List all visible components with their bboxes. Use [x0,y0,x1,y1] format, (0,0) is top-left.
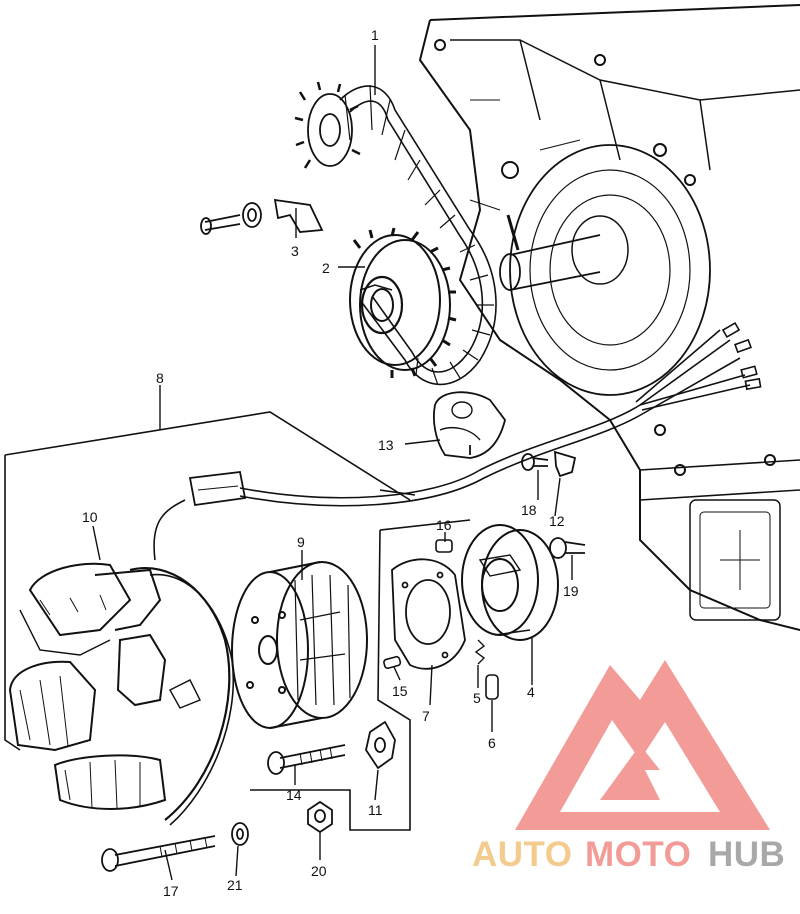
logo-text-auto: AUTO [472,835,573,874]
stator-assembly-outline [4,411,471,831]
part-labels: 1 2 3 4 5 6 7 8 9 10 11 12 13 14 15 16 1… [82,27,579,899]
housing-4 [461,524,559,641]
label-19: 19 [563,583,579,599]
screw-and-bracket [200,198,324,235]
spring-5 [474,639,486,665]
logo-g-mark [600,745,660,800]
label-20: 20 [311,863,327,879]
screw-and-clamp [521,450,577,478]
label-13: 13 [378,437,394,453]
label-6: 6 [488,735,496,751]
wire-harness [153,321,762,561]
label-12: 12 [549,513,565,529]
label-15: 15 [392,683,408,699]
label-11: 11 [368,802,383,818]
label-21: 21 [227,877,243,893]
key-plate [365,720,396,770]
logo-text-moto: MOTO [585,835,691,874]
rotor [231,561,368,729]
label-17: 17 [163,883,179,899]
logo-text-hub: HUB [708,835,785,874]
label-3: 3 [291,243,299,259]
label-16: 16 [436,517,452,533]
cam-sprocket [294,81,361,169]
label-9: 9 [297,534,305,550]
pin-15 [383,655,402,670]
bolt-17 [101,835,216,872]
engine-case [418,4,800,631]
bolt-14 [267,744,346,775]
drive-chain [339,84,497,386]
washer-21 [231,822,249,846]
label-10: 10 [82,509,98,525]
screw-19 [549,537,586,559]
pin-6 [485,674,499,700]
pulse-sensor [432,391,506,459]
plate-7 [391,558,466,670]
label-14: 14 [286,787,302,803]
label-4: 4 [527,684,535,700]
label-7: 7 [422,708,430,724]
stator-coils [8,562,234,826]
pin-16 [435,539,453,553]
leader-lines [92,45,573,881]
crank-sprocket [349,227,457,378]
automotohub-logo: AUTO MOTO HUB [472,660,785,874]
label-8: 8 [156,370,164,386]
label-2: 2 [322,260,330,276]
label-18: 18 [521,502,537,518]
label-5: 5 [473,690,481,706]
nut-20 [307,800,333,834]
label-1: 1 [371,27,379,43]
